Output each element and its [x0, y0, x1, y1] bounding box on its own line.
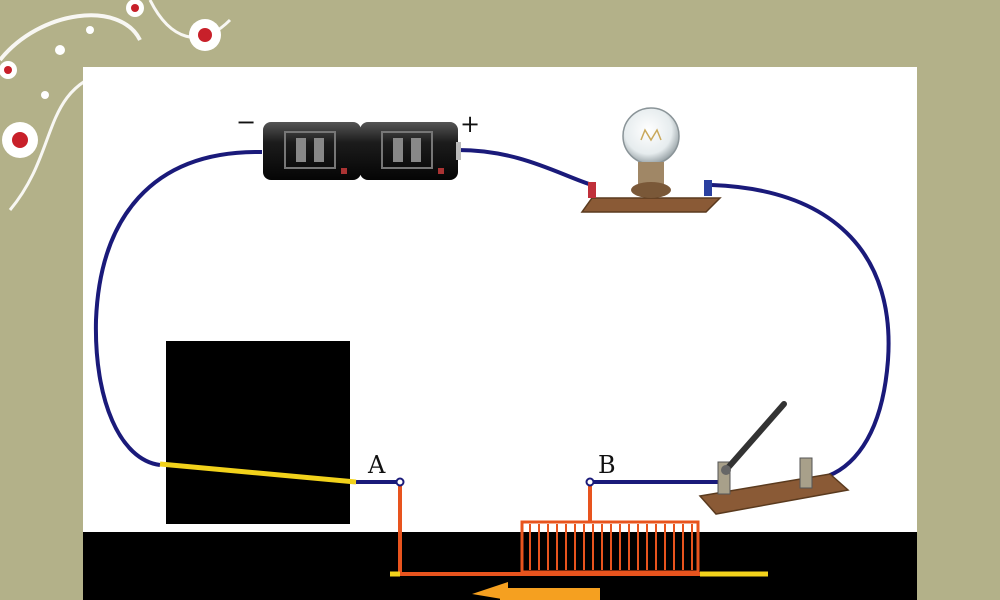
terminal-a: [395, 477, 405, 487]
point-b-label: B: [598, 451, 616, 479]
resistance-coil-icon: [520, 520, 700, 574]
battery-icon: [360, 122, 461, 180]
terminal-b: [585, 477, 595, 487]
battery-negative-label: −: [236, 108, 256, 136]
battery-icon: [263, 122, 361, 180]
blue-wire: [457, 148, 593, 187]
blue-wire: [711, 183, 891, 480]
knife-switch-icon: [698, 401, 850, 515]
light-bulb-icon: [580, 107, 722, 213]
battery-positive-label: +: [460, 110, 480, 138]
blue-wire: [93, 149, 263, 467]
flower-ornament-icon: [0, 0, 232, 211]
arrow-left-icon: [472, 582, 600, 600]
black-block: [166, 341, 350, 524]
point-a-label: A: [367, 451, 386, 479]
yellow-wire: [159, 461, 357, 485]
